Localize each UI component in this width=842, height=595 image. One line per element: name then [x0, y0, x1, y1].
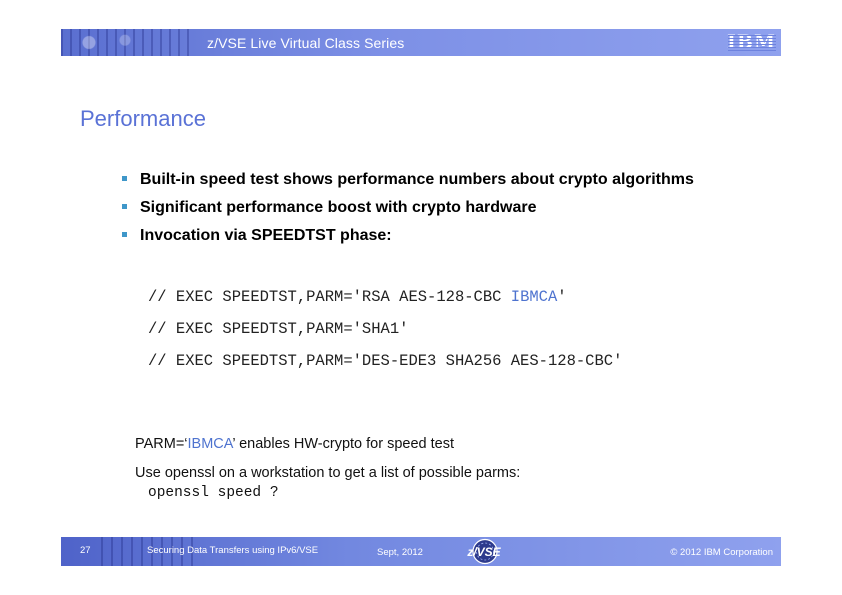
bullet-text: Significant performance boost with crypt…	[140, 199, 537, 216]
page-title: Performance	[80, 106, 206, 131]
header-decoration	[61, 29, 191, 56]
bullet-list: Built-in speed test shows performance nu…	[122, 171, 702, 255]
bullet-text: Invocation via SPEEDTST phase:	[140, 227, 392, 244]
ibm-logo-text: IBM	[727, 31, 776, 53]
copyright: © 2012 IBM Corporation	[670, 547, 773, 558]
ibm-logo: IBM	[727, 33, 776, 52]
page-number: 27	[80, 545, 91, 556]
note-openssl: Use openssl on a workstation to get a li…	[135, 465, 521, 481]
note-text-suffix: ’ enables HW-crypto for speed test	[232, 436, 455, 452]
code-line: // EXEC SPEEDTST,PARM='DES-EDE3 SHA256 A…	[148, 352, 622, 384]
header-bar: z/VSE Live Virtual Class Series IBM	[61, 29, 781, 56]
bullet-marker-icon	[122, 204, 127, 209]
bullet-item: Built-in speed test shows performance nu…	[122, 171, 702, 188]
footer-decoration	[101, 537, 201, 566]
bullet-item: Invocation via SPEEDTST phase:	[122, 227, 702, 244]
code-block: // EXEC SPEEDTST,PARM='RSA AES-128-CBC I…	[148, 288, 622, 384]
footer-subject: Securing Data Transfers using IPv6/VSE	[147, 545, 319, 556]
code-highlight: IBMCA	[510, 288, 558, 306]
code-text: // EXEC SPEEDTST,PARM='DES-EDE3 SHA256 A…	[148, 352, 623, 370]
bullet-text: Built-in speed test shows performance nu…	[140, 171, 694, 188]
note-ibmca: PARM=‘IBMCA’ enables HW-crypto for speed…	[135, 436, 454, 452]
code-text-suffix: '	[557, 288, 567, 306]
vse-logo-text: z/VSE	[466, 545, 501, 559]
bullet-marker-icon	[122, 232, 127, 237]
footer-date: Sept, 2012	[377, 547, 423, 558]
bullet-item: Significant performance boost with crypt…	[122, 199, 702, 216]
bullet-marker-icon	[122, 176, 127, 181]
note-highlight: IBMCA	[187, 436, 233, 452]
vse-logo: z/VSE	[466, 538, 502, 565]
code-text: // EXEC SPEEDTST,PARM='RSA AES-128-CBC	[148, 288, 511, 306]
code-line: // EXEC SPEEDTST,PARM='RSA AES-128-CBC I…	[148, 288, 622, 320]
code-line: // EXEC SPEEDTST,PARM='SHA1'	[148, 320, 622, 352]
note-text: PARM=‘	[135, 436, 188, 452]
header-decoration-dots	[71, 31, 161, 54]
code-text: // EXEC SPEEDTST,PARM='SHA1'	[148, 320, 409, 338]
footer-bar: 27 Securing Data Transfers using IPv6/VS…	[61, 537, 781, 566]
series-title: z/VSE Live Virtual Class Series	[207, 35, 405, 51]
note-openssl-command: openssl speed ?	[148, 485, 279, 501]
